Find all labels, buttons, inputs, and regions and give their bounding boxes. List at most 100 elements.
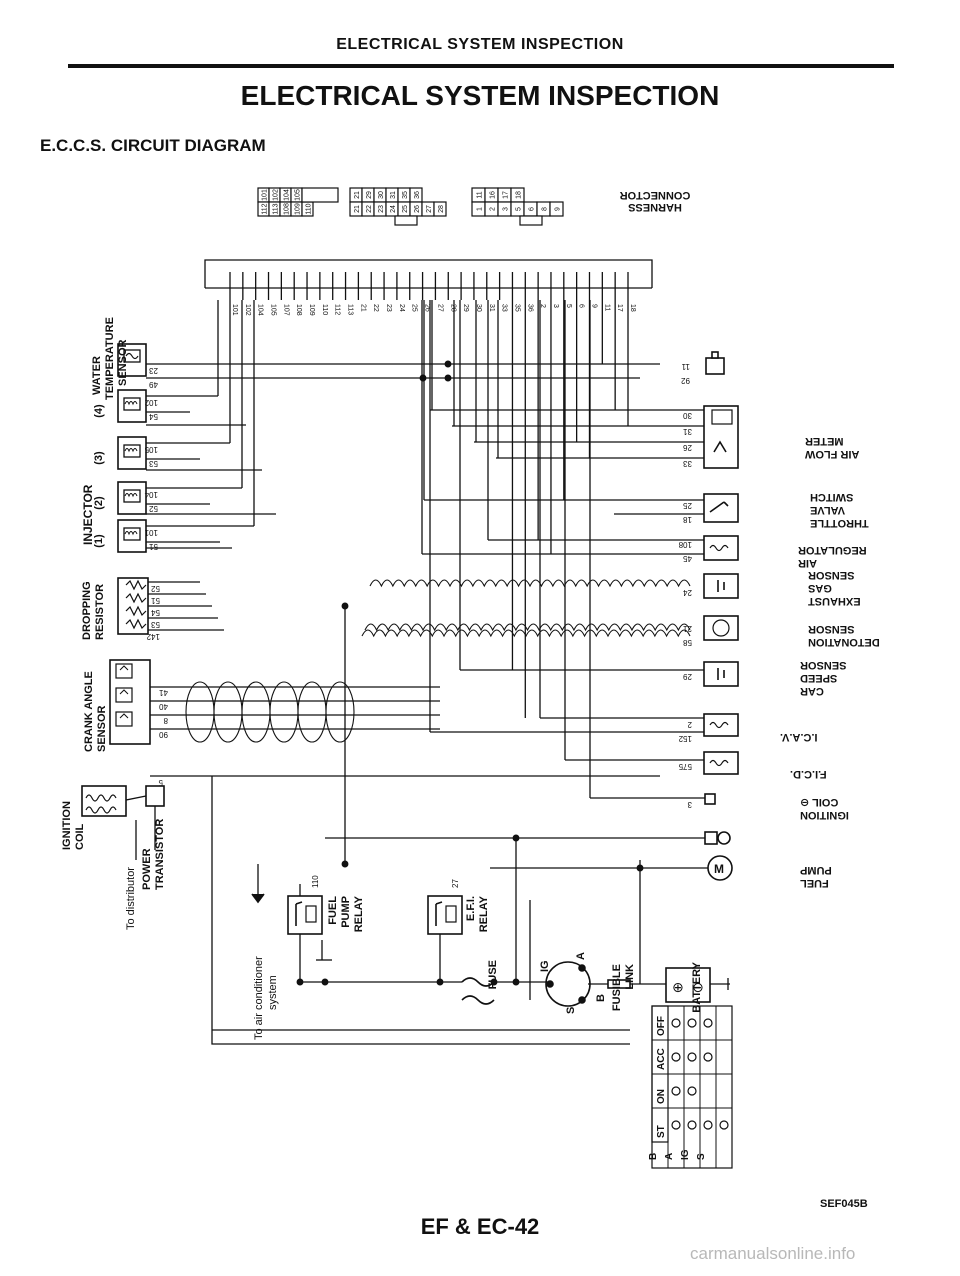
- connector-c-pin-label: 16: [490, 191, 497, 199]
- ecu-pin-label: 25: [411, 304, 418, 312]
- injector-number: (1): [93, 534, 105, 548]
- diode-symbol-icon: [119, 713, 129, 719]
- dropping-label-2: RESISTOR: [94, 584, 106, 640]
- connector-b-pin-label: 21: [354, 191, 361, 199]
- wire-layer: [125, 259, 730, 1045]
- harness-label-line1: HARNESS: [628, 201, 682, 213]
- ficd-label: F.I.C.D.: [790, 768, 827, 780]
- pin-label: 8: [163, 716, 168, 725]
- resistor-icon: [125, 592, 147, 604]
- switch-contact-dot: [687, 1086, 697, 1096]
- fusible-link-icon: [607, 979, 631, 989]
- terminal-dot: [578, 964, 586, 972]
- pin-label: 142: [146, 632, 160, 641]
- page-title: ELECTRICAL SYSTEM INSPECTION: [240, 80, 720, 111]
- coil-icon: [123, 489, 141, 503]
- crank-label-1: CRANK ANGLE: [83, 671, 95, 752]
- pin-label: 40: [159, 702, 168, 711]
- connector-b-key: [394, 215, 418, 226]
- icav-box: [703, 713, 739, 737]
- connector-c-pin-label: 11: [477, 191, 484, 198]
- connector-c-pin-label: 17: [503, 191, 510, 199]
- pin-label: 29: [683, 672, 692, 681]
- resistor-icon: [125, 579, 147, 591]
- ignition-neg-terminal: [704, 793, 716, 805]
- coil-icon: [123, 397, 141, 411]
- throttle-sensor-icon: [705, 357, 725, 375]
- fuse-label: FUSE: [487, 960, 499, 989]
- diode-symbol-icon: [119, 665, 129, 671]
- running-header: ELECTRICAL SYSTEM INSPECTION: [336, 36, 624, 53]
- power-transistor-label-2: TRANSISTOR: [154, 819, 166, 890]
- injector-number: (2): [93, 496, 105, 510]
- pin-label: 105: [144, 445, 158, 454]
- switch-table-column-label: OFF: [656, 1016, 667, 1036]
- shielded-crank-wire-loop: [185, 681, 215, 743]
- shielded-crank-wire-loop: [213, 681, 243, 743]
- coil-winding-icon: [124, 448, 138, 453]
- ecu-pin-label: 23: [385, 304, 392, 312]
- check-connector-icon: [704, 831, 718, 845]
- air-flow-potentiometer-icon: [713, 440, 727, 453]
- shielded-crank-wire-loop: [241, 681, 271, 743]
- pin-label: 152: [678, 734, 692, 743]
- terminal-dot: [578, 996, 586, 1004]
- ecu-pin-label: 35: [513, 304, 520, 312]
- car-speed-sensor-box: [703, 661, 739, 687]
- ac-label-2: system: [267, 975, 279, 1010]
- connector-b-pin-label: 22: [366, 205, 373, 213]
- efi-relay-label-1: E.F.I.: [465, 896, 477, 921]
- power-transistor-box: [145, 785, 165, 807]
- connector-c-pin-label: 2: [490, 207, 497, 211]
- ecu-pin-label: 27: [436, 304, 443, 312]
- switch-table-row-label: S: [696, 1153, 707, 1160]
- valve-coil-icon: [709, 721, 729, 729]
- connector-a-pin-label: 113: [273, 203, 280, 214]
- pin-label: 52: [151, 584, 160, 593]
- component-layer: [81, 187, 739, 1169]
- fusible-link-label-1: FUSIBLE: [611, 964, 623, 1011]
- ac-label-1: To air conditioner: [253, 956, 265, 1040]
- pin-label: 53: [149, 459, 158, 468]
- pin-label: 18: [683, 515, 692, 524]
- fuel-pump-relay-box: [287, 895, 323, 935]
- connector-b-pin-label: 26: [414, 205, 421, 213]
- pin-label: 575: [678, 762, 692, 771]
- throttle-valve-switch-label: THROTTLE: [810, 517, 869, 529]
- water-temp-label-2: TEMPERATURE: [104, 317, 116, 400]
- cell-icon: [717, 580, 725, 592]
- fuel-pump-relay-label-3: RELAY: [353, 895, 365, 932]
- harness-label-line2: CONNECTOR: [620, 189, 691, 201]
- connector-a-pin-label: 110: [306, 203, 313, 214]
- switch-table-row-label: IG: [680, 1149, 691, 1160]
- pin-label: 33: [683, 459, 692, 468]
- injector-label: INJECTOR: [81, 484, 95, 545]
- resistor-icon: [125, 605, 147, 617]
- coil-winding-icon: [124, 401, 138, 406]
- connector-a-pin-label: 105: [295, 189, 302, 201]
- relay-switch-icon: [295, 901, 303, 926]
- connector-b-pin-label: 23: [378, 205, 385, 213]
- ecu-pin-label: 5: [565, 304, 572, 308]
- shielded-detonation-sensor-wire-2: [361, 629, 691, 638]
- switch-table-row-label: A: [664, 1153, 675, 1160]
- ecu-pin-label: 18: [629, 304, 636, 312]
- switch-contact-dot: [719, 1120, 729, 1130]
- ecu-pin-label: 104: [257, 304, 264, 316]
- battery-positive-icon: ⊕: [672, 979, 684, 995]
- fuel-pump-relay-label-1: FUEL: [327, 896, 339, 925]
- junction-dot: [636, 864, 644, 872]
- photo-diode-icon: [115, 687, 133, 703]
- pin-label: 52: [149, 504, 158, 513]
- ecu-pin-label: 11: [603, 304, 610, 311]
- ecu-pin-label: 112: [334, 304, 341, 315]
- injector-number: (3): [93, 451, 105, 465]
- pin-label: 58: [683, 638, 692, 647]
- junction-dot: [444, 374, 452, 382]
- detonation-sensor-label: DETONATION: [808, 636, 880, 648]
- connector-a-blank: [301, 187, 339, 203]
- junction-dot: [512, 978, 520, 986]
- diode-symbol-icon: [119, 689, 129, 695]
- switch-table-column-label: ON: [656, 1089, 667, 1104]
- pin-label: 54: [149, 412, 158, 421]
